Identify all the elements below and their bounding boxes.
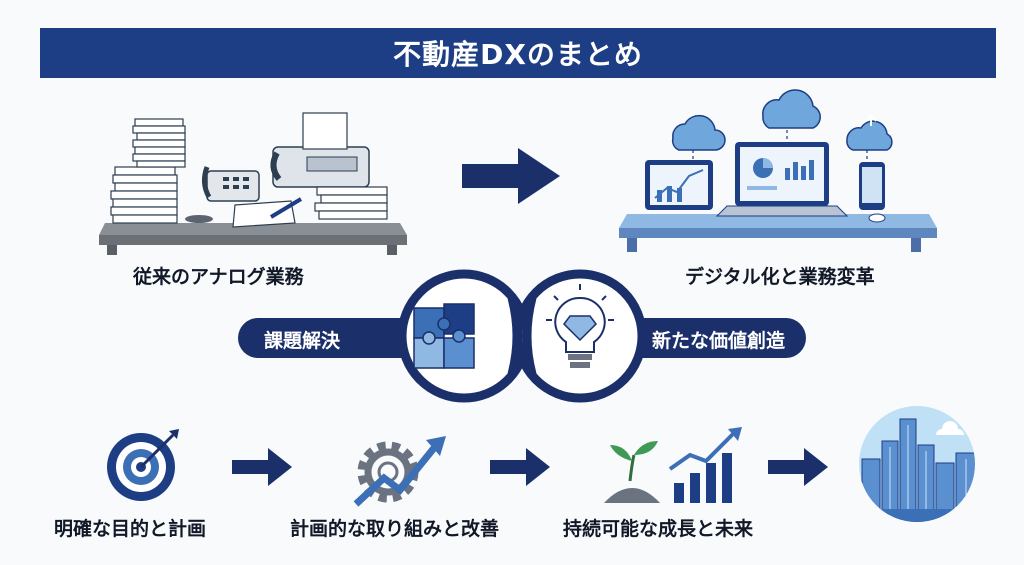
analog-work-label: 従来のアナログ業務 — [133, 266, 304, 288]
cloud-icon — [671, 89, 893, 151]
step-label-improvement: 計画的な取り組みと改善 — [290, 518, 500, 540]
laptop-icon — [715, 142, 849, 217]
lightbulb-diamond-icon — [546, 284, 614, 368]
digital-transformation-label: デジタル化と業務変革 — [685, 266, 875, 288]
fax-machine-icon — [270, 112, 370, 188]
tablet-icon — [645, 160, 713, 210]
title-banner: 不動産DXのまとめ — [40, 28, 996, 78]
page-title: 不動産DXのまとめ — [393, 38, 643, 71]
infinity-loop — [238, 269, 806, 403]
problem-solving-label: 課題解決 — [264, 330, 341, 352]
step-arrow-icon — [490, 448, 550, 486]
step-label-goal: 明確な目的と計画 — [54, 518, 207, 540]
sprout-growth-icon — [604, 427, 742, 503]
city-skyline-icon — [859, 406, 975, 522]
transition-arrow-icon — [462, 148, 560, 204]
step-arrow-icon — [232, 448, 292, 486]
target-icon — [107, 429, 179, 501]
new-value-creation-label: 新たな価値創造 — [652, 330, 786, 352]
puzzle-icon — [413, 303, 475, 369]
smartphone-icon — [859, 162, 885, 210]
step-arrow-icon — [768, 448, 828, 486]
step-label-growth: 持続可能な成長と未来 — [563, 518, 754, 540]
desk-phone-icon — [201, 166, 260, 202]
gear-growth-icon — [353, 436, 446, 507]
digital-desk-illustration — [619, 89, 937, 252]
analog-desk-illustration — [99, 112, 407, 255]
